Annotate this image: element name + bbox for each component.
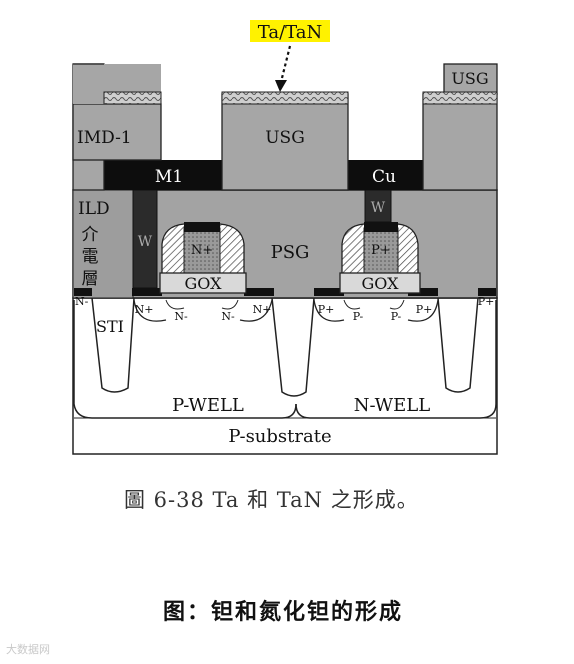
label-n-well: N-WELL [354, 395, 430, 416]
label-substrate: P-substrate [228, 426, 331, 447]
pmos-gate [339, 222, 421, 294]
nmos-poly [183, 227, 221, 275]
label-metal-cu: Cu [372, 167, 396, 187]
label-gate-n-plus: N+ [191, 243, 213, 258]
pmos-gate-silicide [364, 222, 398, 232]
label-psg: PSG [271, 242, 310, 263]
junction-n-ldd-left [165, 299, 185, 310]
nmos-gox [159, 272, 247, 294]
dope-n-minus-2: N- [221, 310, 235, 323]
junction-n-ldd-right [221, 299, 239, 310]
pmos-gox [339, 272, 421, 294]
figure-caption: 圖 6-38 Ta 和 TaN 之形成。 [124, 488, 419, 512]
silicide-n-plus-left [132, 288, 162, 296]
dope-p-plus-right: P+ [416, 303, 433, 316]
usg-right-block [422, 93, 498, 191]
label-p-well: P-WELL [172, 395, 244, 416]
watermark: 大数据网 [6, 643, 50, 656]
dope-p-plus-left: P+ [318, 303, 335, 316]
dope-p-minus-1: P- [353, 310, 364, 323]
callout-highlight [250, 20, 330, 42]
junction-p-ldd-right [389, 299, 405, 310]
nmos-gate-silicide [184, 222, 220, 232]
silicide-p-plus-right [408, 288, 438, 296]
label-ild-cn-3: 層 [82, 269, 99, 289]
label-w-right: W [371, 200, 386, 216]
dope-p-plus-far-right: P+ [478, 295, 495, 308]
dope-n-minus-far-left: N- [75, 295, 89, 308]
sti-trench-center [271, 297, 315, 397]
usg-center-block [221, 93, 349, 191]
label-usg-center: USG [265, 128, 305, 148]
label-imd-1: IMD-1 [77, 128, 132, 148]
label-gox-left: GOX [184, 274, 222, 293]
silicide-n-plus-right [244, 288, 274, 296]
w-plug-left [132, 189, 158, 289]
callout-arrow [279, 45, 292, 83]
dope-n-minus-1: N- [174, 310, 188, 323]
silicide-p-plus-far-right [478, 288, 496, 296]
label-ild-cn-2: 電 [82, 247, 99, 267]
tatan-barrier-left [103, 91, 162, 105]
callout-label: Ta/TaN [258, 22, 323, 43]
metal-cu [332, 160, 436, 190]
nmos-gate [159, 222, 247, 294]
junction-p-left [313, 299, 345, 322]
sti-trench-right [437, 297, 479, 393]
junction-p-right [407, 299, 439, 322]
tatan-barrier-right [422, 91, 498, 105]
ild-left-strip [72, 189, 134, 299]
label-ild: ILD [78, 199, 110, 219]
label-metal-m1: M1 [155, 167, 183, 187]
label-gox-right: GOX [361, 274, 399, 293]
label-w-left: W [138, 234, 153, 250]
junction-n-left [133, 299, 167, 322]
tatan-barrier-center [221, 91, 349, 105]
callout-arrowhead-icon [275, 80, 287, 92]
junction-n-right [239, 299, 273, 322]
dope-n-plus-left: N+ [135, 303, 154, 316]
w-plug-right [364, 189, 392, 223]
label-sti: STI [96, 317, 124, 336]
junction-p-ldd-left [343, 299, 361, 310]
label-usg-right: USG [451, 69, 488, 88]
metal-m1 [104, 160, 234, 190]
dope-n-plus-right: N+ [253, 303, 272, 316]
label-gate-p-plus: P+ [371, 243, 391, 258]
sti-trench-left [91, 297, 135, 393]
label-ild-cn-1: 介 [82, 225, 99, 245]
silicide-p-plus-left [314, 288, 344, 296]
figure-subtitle: 图：钽和氮化钽的形成 [163, 600, 404, 625]
silicide-n-minus-far-left [74, 288, 92, 296]
dope-p-minus-2: P- [391, 310, 402, 323]
